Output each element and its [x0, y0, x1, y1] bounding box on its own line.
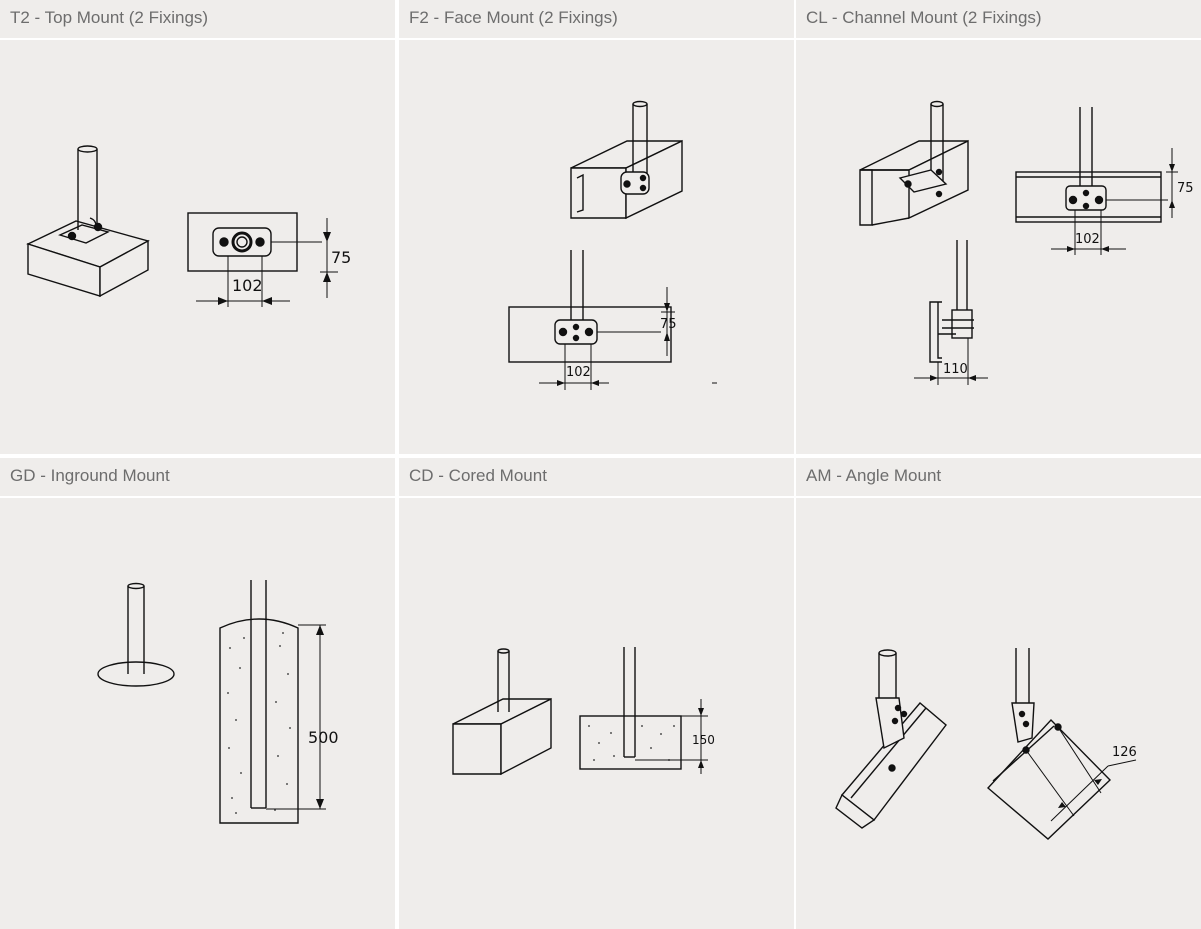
- inground-mount-diagram: 500: [97, 580, 339, 824]
- panel-title: T2 - Top Mount (2 Fixings): [0, 0, 395, 40]
- angle-mount-diagram: 126: [835, 648, 1137, 840]
- dim-label: 150: [692, 733, 715, 747]
- panel-face-mount: F2 - Face Mount (2 Fixings): [399, 0, 794, 454]
- panel-channel-mount: CL - Channel Mount (2 Fixings): [796, 0, 1201, 454]
- dim-label: 102: [232, 276, 263, 295]
- channel-mount-diagram: 75 102 110: [859, 100, 1194, 385]
- top-mount-diagram: 75 102: [26, 145, 351, 307]
- panel-title: CD - Cored Mount: [399, 458, 794, 498]
- dim-label: 75: [331, 248, 351, 267]
- panel-title: GD - Inground Mount: [0, 458, 395, 498]
- dim-label: 126: [1112, 745, 1137, 760]
- panel-inground-mount: GD - Inground Mount: [0, 458, 395, 929]
- dim-label: 102: [566, 365, 591, 380]
- dim-label: 75: [1177, 181, 1194, 196]
- panel-angle-mount: AM - Angle Mount: [796, 458, 1201, 929]
- cored-mount-diagram: 150: [452, 647, 715, 776]
- panel-cored-mount: CD - Cored Mount: [399, 458, 794, 929]
- dim-label: 500: [308, 728, 339, 747]
- dim-label: 75: [660, 317, 677, 332]
- panel-title: CL - Channel Mount (2 Fixings): [796, 0, 1201, 40]
- dim-label: 102: [1075, 232, 1100, 247]
- face-mount-diagram: 75 102: [508, 100, 717, 390]
- panel-title: AM - Angle Mount: [796, 458, 1201, 498]
- panel-top-mount: T2 - Top Mount (2 Fixings): [0, 0, 395, 454]
- dim-label: 110: [943, 362, 968, 377]
- panel-title: F2 - Face Mount (2 Fixings): [399, 0, 794, 40]
